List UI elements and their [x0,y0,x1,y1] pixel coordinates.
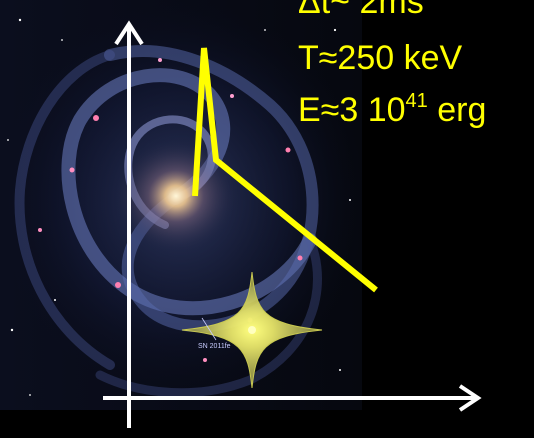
annotation-energy-prefix: E≈3 10 [298,91,406,129]
annotation-energy-exponent: 41 [405,90,428,112]
hii-regions [38,58,303,362]
galaxy-core [114,138,238,254]
burst-star-core [248,326,256,334]
x-axis-arrowhead [458,384,482,412]
sn-label: SN 2011fe [198,343,231,350]
field-stars [7,18,351,396]
annotation-temperature: T≈250 keV [298,38,462,78]
annotation-energy: E≈3 1041 erg [298,90,486,130]
y-axis-arrowhead [114,20,144,46]
sn-marker-line [201,317,217,341]
burst-star [181,271,323,389]
axes [103,20,482,428]
galaxy-image [0,0,365,410]
annotation-temperature-text: T≈250 keV [298,39,463,77]
light-curve [192,47,378,293]
annotation-duration-text: Δt~ 2ms [298,0,424,21]
annotation-duration: Δt~ 2ms [298,0,424,22]
annotation-energy-suffix: erg [427,91,487,129]
